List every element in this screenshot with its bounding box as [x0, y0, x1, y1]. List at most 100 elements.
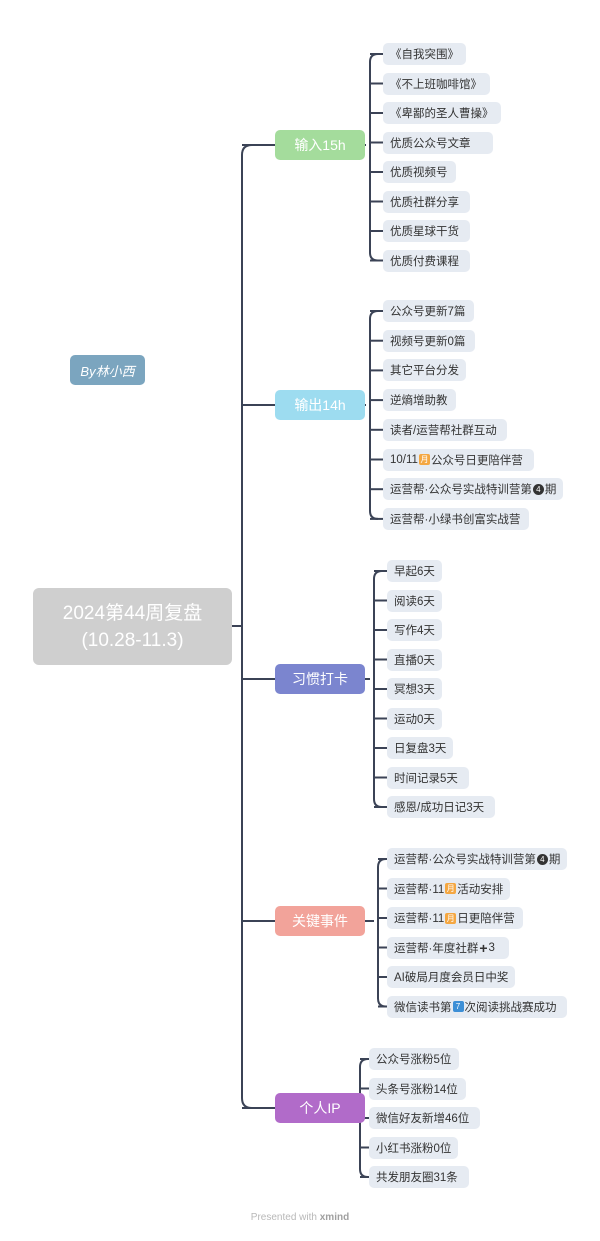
leaf-label: 视频号更新0篇	[390, 335, 466, 348]
root-title: 2024第44周复盘	[62, 602, 203, 624]
number-circle-icon: 4	[532, 483, 544, 495]
leaf-label: 阅读6天	[394, 595, 435, 608]
leaf-spine-input	[369, 53, 379, 262]
leaf-label: 优质付费课程	[390, 255, 459, 268]
leaf-label-after: 公众号日更陪伴营	[430, 454, 523, 467]
leaf-label: 《不上班咖啡馆》	[390, 78, 482, 91]
leaf-label: 优质社群分享	[390, 196, 459, 209]
branch-label: 习惯打卡	[292, 671, 348, 687]
leaf-output-5[interactable]: 读者/运营帮社群互动	[383, 418, 507, 441]
leaf-input-2[interactable]: 《不上班咖啡馆》	[383, 72, 490, 95]
trunk-connector	[241, 144, 253, 1109]
leaf-label: 公众号涨粉5位	[376, 1054, 452, 1066]
leaf-events-4[interactable]: 运营帮·年度社群+3	[387, 936, 509, 959]
leaf-habit-4[interactable]: 直播0天	[387, 648, 442, 671]
leaf-spine-events	[377, 858, 387, 1008]
leaf-output-2[interactable]: 视频号更新0篇	[383, 329, 475, 352]
leaf-habit-8[interactable]: 时间记录5天	[387, 766, 469, 789]
leaf-label: 小红书涨粉0位	[376, 1142, 452, 1155]
leaf-habit-3[interactable]: 写作4天	[387, 619, 442, 641]
leaf-label: 运营帮·小绿书创富实战营	[390, 513, 521, 526]
number-square-icon: 7	[452, 1001, 464, 1012]
leaf-label-before: 10/11	[390, 453, 418, 466]
branch-label: 个人IP	[299, 1100, 341, 1116]
author-tag[interactable]: By林小西	[70, 355, 145, 385]
branch-events[interactable]: 关键事件	[275, 906, 365, 936]
leaf-label: 《卑鄙的圣人曹操》	[390, 108, 494, 120]
footer-prefix: Presented with	[250, 1212, 317, 1223]
leaf-label: 其它平台分发	[390, 365, 459, 378]
number-circle-icon: 4	[536, 853, 548, 865]
footer-attribution: Presented with xmind	[0, 1212, 600, 1223]
xmind-logo: xmind	[319, 1212, 350, 1223]
calendar-icon: 月	[445, 912, 457, 924]
leaf-label-before: 运营帮·公众号实战特训营第	[394, 854, 536, 866]
leaf-events-5[interactable]: AI破局月度会员日中奖	[387, 966, 516, 988]
branch-label: 关键事件	[292, 913, 348, 929]
leaf-input-7[interactable]: 优质星球干货	[383, 220, 470, 242]
root-topic[interactable]: 2024第44周复盘 (10.28-11.3)	[33, 588, 232, 665]
leaf-label: 感恩/成功日记3天	[394, 802, 485, 814]
leaf-label: 优质公众号文章	[390, 137, 471, 150]
leaf-input-6[interactable]: 优质社群分享	[383, 190, 470, 213]
leaf-habit-9[interactable]: 感恩/成功日记3天	[387, 796, 495, 818]
leaf-ip-2[interactable]: 头条号涨粉14位	[369, 1077, 466, 1100]
leaf-label: 冥想3天	[394, 684, 435, 696]
leaf-output-4[interactable]: 逆熵增助教	[383, 389, 456, 412]
leaf-label: 直播0天	[394, 654, 435, 667]
branch-ip[interactable]: 个人IP	[275, 1093, 365, 1123]
leaf-label: 读者/运营帮社群互动	[390, 424, 497, 437]
leaf-label: AI破局月度会员日中奖	[394, 972, 509, 984]
leaf-label-after: 次阅读挑战赛成功	[464, 1001, 557, 1014]
leaf-label: 优质星球干货	[390, 226, 459, 238]
leaf-habit-6[interactable]: 运动0天	[387, 707, 442, 730]
branch-habit[interactable]: 习惯打卡	[275, 664, 365, 694]
leaf-ip-3[interactable]: 微信好友新增46位	[369, 1107, 480, 1129]
leaf-input-8[interactable]: 优质付费课程	[383, 249, 470, 272]
leaf-input-1[interactable]: 《自我突围》	[383, 43, 466, 65]
leaf-habit-1[interactable]: 早起6天	[387, 560, 442, 582]
leaf-habit-2[interactable]: 阅读6天	[387, 589, 442, 612]
leaf-label: 头条号涨粉14位	[376, 1083, 458, 1096]
leaf-ip-5[interactable]: 共发朋友圈31条	[369, 1166, 469, 1188]
root-date-range: (10.28-11.3)	[81, 629, 184, 651]
leaf-label: 共发朋友圈31条	[376, 1172, 458, 1184]
calendar-icon: 月	[418, 454, 430, 465]
leaf-label-after: 期	[548, 854, 561, 866]
leaf-label-after: 3	[488, 941, 495, 954]
leaf-label-after: 活动安排	[457, 883, 504, 896]
leaf-label: 公众号更新7篇	[390, 306, 466, 318]
branch-output[interactable]: 输出14h	[275, 390, 365, 420]
leaf-ip-1[interactable]: 公众号涨粉5位	[369, 1048, 459, 1070]
leaf-label: 写作4天	[394, 625, 435, 637]
leaf-input-4[interactable]: 优质公众号文章	[383, 131, 493, 154]
leaf-input-3[interactable]: 《卑鄙的圣人曹操》	[383, 102, 501, 124]
leaf-label: 逆熵增助教	[390, 395, 448, 408]
plus-icon: +	[479, 939, 488, 956]
branch-input[interactable]: 输入15h	[275, 130, 365, 160]
leaf-label: 优质视频号	[390, 167, 448, 179]
leaf-output-3[interactable]: 其它平台分发	[383, 359, 466, 382]
leaf-label: 《自我突围》	[390, 49, 459, 61]
branch-label: 输出14h	[294, 397, 346, 413]
leaf-label-before: 运营帮·11	[394, 883, 445, 896]
leaf-input-5[interactable]: 优质视频号	[383, 161, 456, 183]
leaf-label: 早起6天	[394, 566, 435, 578]
leaf-output-8[interactable]: 运营帮·小绿书创富实战营	[383, 507, 529, 530]
leaf-spine-output	[369, 310, 379, 520]
branch-label: 输入15h	[294, 137, 346, 153]
leaf-label-before: 运营帮·年度社群	[394, 942, 479, 955]
leaf-label-after: 日更陪伴营	[457, 913, 515, 925]
leaf-label-after: 期	[544, 484, 557, 497]
leaf-habit-7[interactable]: 日复盘3天	[387, 737, 454, 759]
leaf-ip-4[interactable]: 小红书涨粉0位	[369, 1136, 459, 1159]
leaf-output-1[interactable]: 公众号更新7篇	[383, 300, 474, 322]
leaf-habit-5[interactable]: 冥想3天	[387, 678, 442, 700]
